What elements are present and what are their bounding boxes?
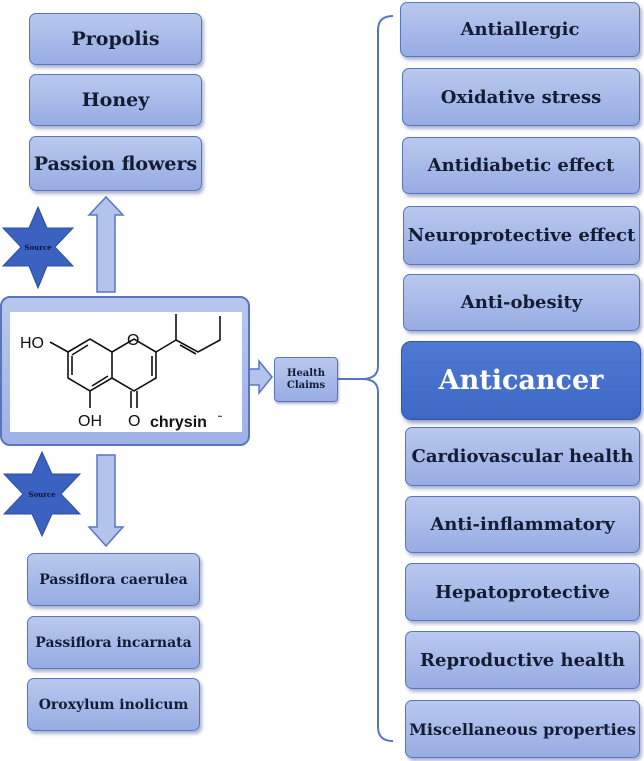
claim-miscellaneous-properties: Miscellaneous properties: [405, 700, 640, 758]
health-claims-line1: Health: [287, 367, 325, 379]
claim-oxidative-stress: Oxidative stress: [402, 68, 640, 126]
source-box-honey: Honey: [29, 74, 202, 126]
claims-bracket: [361, 15, 394, 742]
mol-label-ketone-o: O: [128, 413, 140, 430]
health-claims-box: Health Claims: [274, 357, 338, 402]
mol-label-oh: OH: [78, 413, 102, 430]
up-arrow: [87, 195, 125, 293]
source-box-passiflora-incarnata: Passiflora incarnata: [27, 616, 200, 669]
health-claims-line2: Claims: [286, 379, 326, 391]
mol-name-suffix: ˜: [217, 413, 223, 427]
down-arrow: [87, 454, 125, 548]
source-box-passiflora-caerulea: Passiflora caerulea: [27, 553, 200, 606]
mol-name-chrysin: chrysin: [150, 414, 207, 431]
chrysin-structure-drawing: HO O OH O chrysin ˜: [20, 314, 223, 431]
source-box-oroxylum-inolicum: Oroxylum inolicum: [27, 678, 200, 731]
claim-cardiovascular-health: Cardiovascular health: [405, 427, 640, 486]
claim-reproductive-health: Reproductive health: [405, 631, 640, 689]
claim-antiallergic: Antiallergic: [400, 2, 640, 57]
source-star-bottom-label: Source: [28, 490, 56, 499]
mol-label-ho: HO: [20, 335, 44, 352]
source-star-top: [1, 205, 75, 290]
claim-anticancer: Anticancer: [401, 341, 641, 420]
right-arrow: [248, 358, 273, 396]
chrysin-structure-frame: HO O OH O chrysin ˜: [0, 296, 250, 446]
source-star-bottom: [2, 450, 82, 538]
chrysin-structure: HO O OH O chrysin ˜: [10, 312, 242, 432]
source-star-top-label: Source: [24, 243, 52, 252]
mol-label-ring-o: O: [127, 332, 139, 349]
claim-hepatoprotective: Hepatoprotective: [405, 563, 640, 621]
claim-antidiabetic-effect: Antidiabetic effect: [402, 137, 640, 194]
claim-anti-inflammatory: Anti-inflammatory: [405, 496, 640, 553]
claim-anti-obesity: Anti-obesity: [403, 274, 640, 331]
source-box-propolis: Propolis: [29, 13, 202, 65]
source-box-passion-flowers: Passion flowers: [29, 136, 202, 191]
claim-neuroprotective-effect: Neuroprotective effect: [403, 206, 640, 265]
